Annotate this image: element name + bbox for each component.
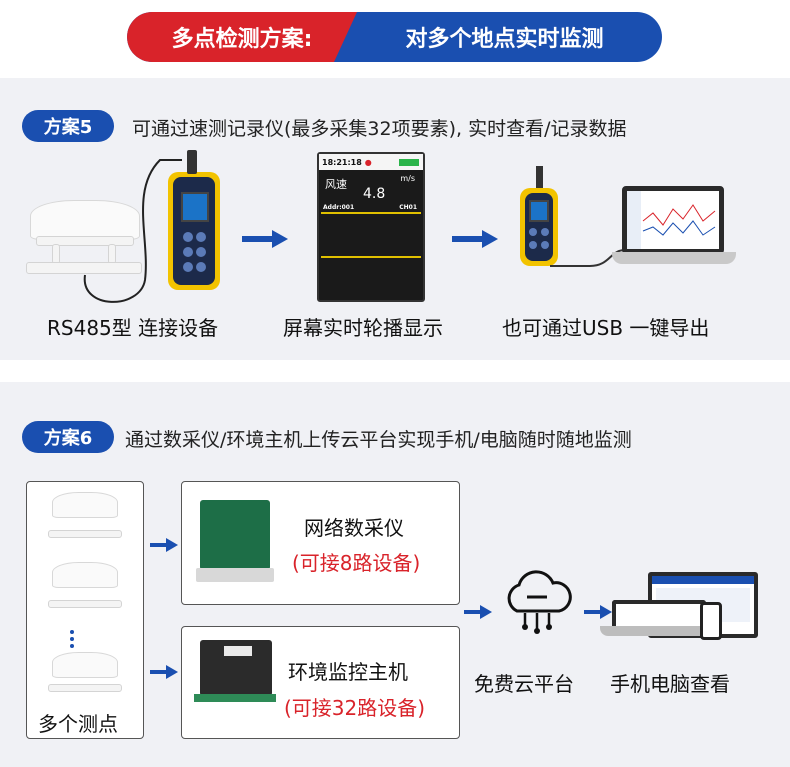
- display-value: 4.8: [363, 186, 386, 202]
- caption-usb: 也可通过USB 一键导出: [502, 316, 710, 340]
- caption-rs485: RS485型 连接设备: [47, 316, 219, 340]
- cloud-label: 免费云平台: [474, 672, 574, 696]
- display-time: 18:21:18: [322, 157, 362, 167]
- title-banner: 多点检测方案: 对多个地点实时监测: [127, 12, 662, 62]
- display-param-label: 风速: [325, 178, 347, 191]
- flow-arrow-3: [150, 538, 178, 552]
- host-name: 环境监控主机: [288, 660, 408, 684]
- flow-arrow: [242, 230, 288, 248]
- banner-left-label: 多点检测方案:: [127, 12, 357, 62]
- handheld-recorder: [168, 172, 220, 290]
- battery-icon: [399, 158, 419, 166]
- collector-capacity: (可接8路设备): [292, 551, 421, 575]
- caption-display: 屏幕实时轮播显示: [283, 316, 443, 340]
- sensors-box: [26, 481, 144, 739]
- status-icons: ●: [364, 157, 372, 167]
- cloud-icon: [507, 570, 572, 634]
- view-label: 手机电脑查看: [610, 672, 730, 696]
- probe-connector: [187, 150, 197, 174]
- realtime-display: 18:21:18 ● 风速 m/s 4.8 Addr:001 CH01: [317, 152, 425, 302]
- more-sensors-dots: [70, 630, 74, 651]
- laptop-base: [612, 252, 736, 264]
- phone: [700, 602, 722, 640]
- laptop-screen: [622, 186, 724, 254]
- usb-cable: [550, 249, 626, 267]
- display-unit: m/s: [400, 174, 415, 183]
- scheme6-pill: 方案6: [22, 421, 114, 453]
- handheld-recorder-usb: [520, 188, 558, 266]
- rs485-cable: [83, 159, 182, 303]
- flow-arrow-2: [452, 230, 498, 248]
- laptop-2-base: [600, 626, 718, 636]
- display-addr: Addr:001: [323, 204, 355, 211]
- host-capacity: (可接32路设备): [284, 696, 426, 720]
- display-channel: CH01: [399, 204, 417, 211]
- banner-right-label: 对多个地点实时监测: [405, 27, 604, 52]
- scheme5-description: 可通过速测记录仪(最多采集32项要素), 实时查看/记录数据: [132, 118, 627, 140]
- scheme5-pill: 方案5: [22, 110, 114, 142]
- flow-arrow-5: [464, 605, 492, 619]
- chart-software-graphic: [627, 191, 716, 249]
- collector-name: 网络数采仪: [304, 516, 404, 540]
- display-status-bar: 18:21:18 ●: [319, 154, 423, 170]
- flow-arrow-6: [584, 605, 612, 619]
- flow-arrow-4: [150, 665, 178, 679]
- sensors-label: 多个测点: [38, 712, 118, 736]
- laptop-2-screen: [612, 600, 706, 628]
- network-collector-device: [200, 500, 270, 570]
- scheme6-description: 通过数采仪/环境主机上传云平台实现手机/电脑随时随地监测: [125, 429, 632, 451]
